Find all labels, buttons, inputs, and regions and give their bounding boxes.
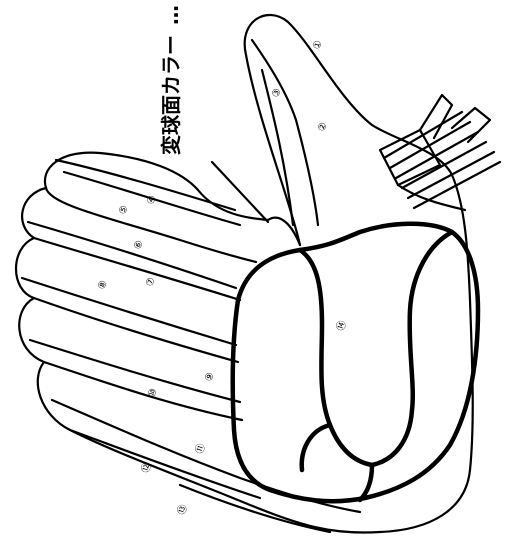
- marker-8: ⑧: [96, 279, 109, 291]
- label-leader-line: [212, 162, 268, 222]
- marker-9: ⑨: [203, 371, 216, 383]
- marker-12: ⑫: [139, 461, 154, 475]
- strap-connector: [380, 95, 500, 210]
- vertical-label-dots: …: [159, 5, 183, 25]
- vertical-label: 変球面カラー: [159, 35, 183, 155]
- marker-4: ④: [145, 194, 158, 206]
- marker-2: ②: [316, 121, 329, 133]
- hand-outline: [16, 15, 473, 533]
- marker-11: ⑪: [193, 442, 208, 456]
- cuff-body: [233, 224, 478, 502]
- marker-7: ⑦: [144, 276, 157, 288]
- marker-5: ⑤: [117, 204, 130, 216]
- marker-10: ⑩: [146, 387, 159, 399]
- marker-6: ⑥: [132, 239, 145, 251]
- marker-13: ⑬: [175, 503, 190, 517]
- marker-14: ⑭: [334, 319, 349, 333]
- marker-1: ①: [311, 39, 324, 51]
